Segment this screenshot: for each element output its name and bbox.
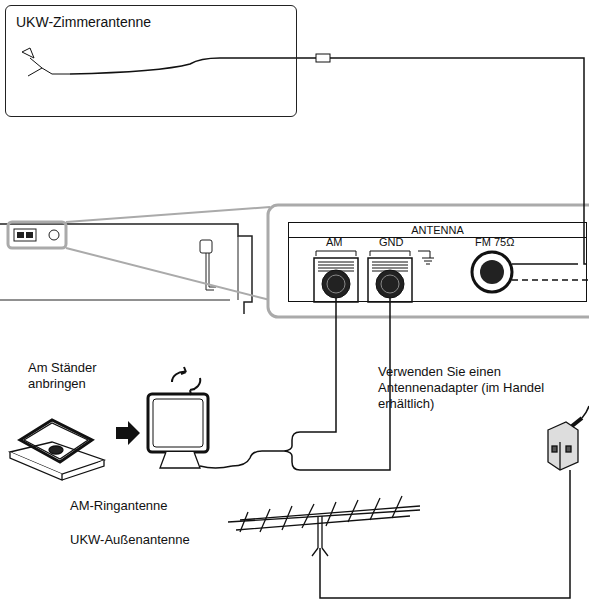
terminal-label: FM 75Ω bbox=[475, 235, 514, 249]
terminal-bracket bbox=[316, 251, 410, 256]
mini-terminal bbox=[26, 232, 33, 238]
terminal-label: GND bbox=[379, 235, 403, 249]
part-label: UKW-Außenantenne bbox=[70, 532, 190, 548]
outdoor-antenna bbox=[228, 470, 570, 598]
magnified-panel bbox=[268, 205, 589, 317]
mini-plug bbox=[200, 240, 212, 253]
am-loop-antenna bbox=[148, 394, 232, 468]
fm-wire bbox=[512, 263, 578, 265]
fm-socket bbox=[480, 260, 504, 284]
am-lead bbox=[232, 432, 300, 470]
magnifier-frame bbox=[8, 222, 66, 248]
ground-symbol bbox=[418, 251, 434, 264]
cable-plug bbox=[316, 54, 330, 62]
heading: UKW-Zimmerantenne bbox=[16, 14, 151, 30]
magnifier-line bbox=[66, 207, 270, 300]
terminal-label: AM bbox=[326, 235, 343, 249]
mini-terminal bbox=[14, 229, 36, 241]
spring-terminal bbox=[314, 258, 412, 302]
step-arrow bbox=[116, 421, 140, 445]
mini-socket bbox=[49, 230, 59, 240]
device-edge bbox=[0, 236, 238, 300]
rotate-arrows bbox=[172, 367, 200, 395]
device-rear bbox=[0, 224, 252, 314]
antenna-panel: ANTENNA bbox=[288, 222, 587, 302]
room-antenna-figure bbox=[22, 48, 297, 76]
heading: ANTENNA bbox=[289, 223, 586, 238]
fm-wire-dashed bbox=[512, 279, 589, 281]
part-label: AM-Ringantenne bbox=[70, 498, 168, 514]
am-loop-mounting bbox=[10, 420, 104, 480]
antenna-adapter bbox=[548, 406, 589, 470]
mini-terminal bbox=[17, 232, 24, 238]
room-antenna-box: UKW-Zimmerantenne bbox=[5, 5, 297, 117]
instruction-label: Am Ständer anbringen bbox=[28, 360, 118, 392]
am-wire bbox=[300, 298, 390, 470]
note-label: Verwenden Sie einen Antennenadapter (im … bbox=[378, 364, 563, 412]
fm-socket bbox=[472, 252, 512, 292]
